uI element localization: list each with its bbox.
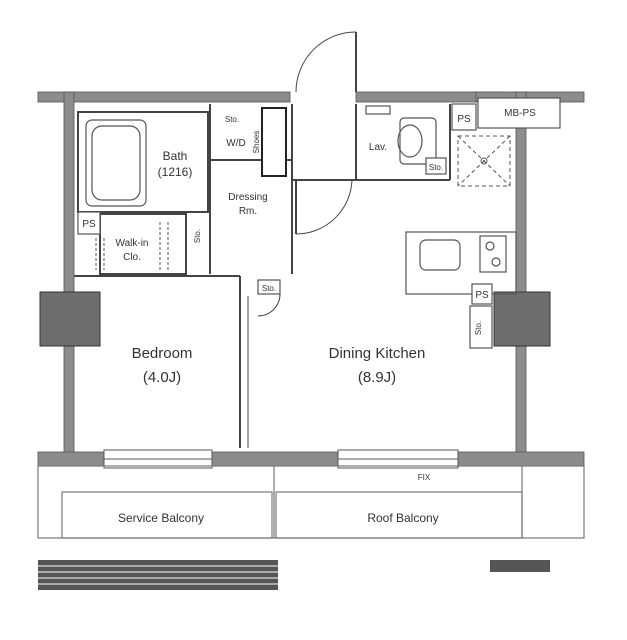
shoes-label-1: Shoes <box>252 131 261 154</box>
walkin-label-2: Clo. <box>123 252 141 263</box>
ps-kitchen-label: PS <box>475 290 489 301</box>
bathtub <box>85 119 147 207</box>
ps-left-box: PS <box>77 211 101 235</box>
kitchen-counter <box>405 231 517 295</box>
kitchen-ps: PS <box>469 283 493 349</box>
mbps-label: MB-PS <box>504 108 536 119</box>
shoes-closet: Shoes <box>252 107 287 177</box>
ps-left-label: PS <box>82 219 96 230</box>
balcony-area <box>37 465 585 539</box>
lav-label: Lav. <box>369 142 387 153</box>
dining-kitchen-size: (8.9J) <box>358 369 396 386</box>
bath-label: Bath <box>163 149 188 163</box>
service-balcony-label: Service Balcony <box>118 511 204 525</box>
walkin-label-1: Walk-in <box>116 238 149 249</box>
windows <box>103 449 459 469</box>
columns <box>39 291 551 347</box>
sto-lav-label: Sto. <box>429 163 443 172</box>
toilet <box>365 105 437 165</box>
ps-right-box: PS <box>451 103 477 131</box>
interior-walls <box>74 104 451 448</box>
bath-size: (1216) <box>158 165 193 179</box>
outer-walls <box>37 91 585 467</box>
dressing-label-2: Rm. <box>239 206 257 217</box>
bedroom-label: Bedroom <box>132 345 193 362</box>
sto-closet-label: Sto. <box>193 229 202 243</box>
wd-label: W/D <box>226 138 245 149</box>
bedroom-size: (4.0J) <box>143 369 181 386</box>
hall-sto: Sto. <box>257 279 281 295</box>
balcony-rail-hatch <box>38 565 278 585</box>
dining-kitchen-label: Dining Kitchen <box>329 345 426 362</box>
shaft-box <box>457 135 511 187</box>
dressing-label-1: Dressing <box>228 192 267 203</box>
balcony-rail <box>38 560 550 590</box>
sto-top-label: Sto. <box>225 115 239 124</box>
ps-right-label: PS <box>457 114 471 125</box>
sto-hall-label: Sto. <box>262 284 276 293</box>
doors <box>257 31 357 317</box>
sto-kitchen-label: Sto. <box>474 321 483 335</box>
fix-label: FIX <box>418 473 431 482</box>
closet-rods <box>95 222 169 270</box>
mbps-box: MB-PS <box>477 97 561 129</box>
roof-balcony-label: Roof Balcony <box>367 511 438 525</box>
lav-sto: Sto. <box>425 157 447 175</box>
